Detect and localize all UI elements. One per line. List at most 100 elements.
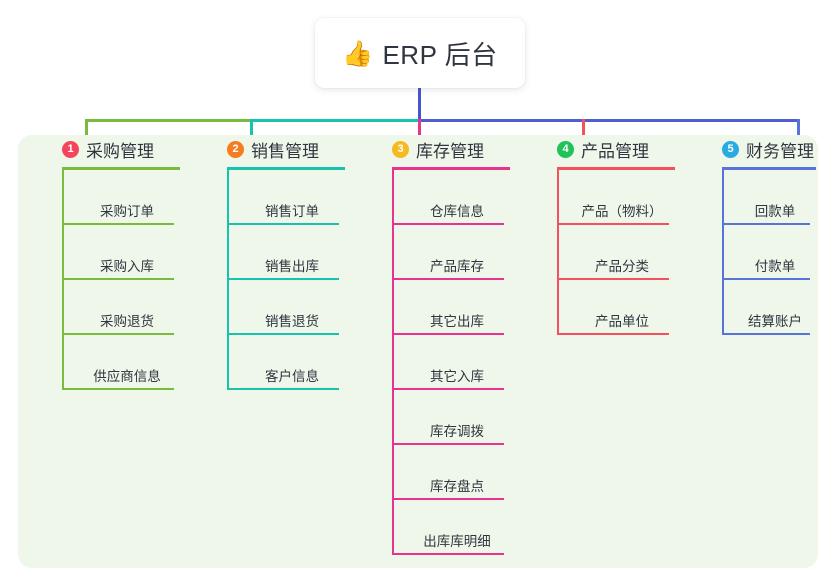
branch-item-rule <box>557 278 669 280</box>
branch-item[interactable]: 客户信息 <box>227 335 357 390</box>
branch-item[interactable]: 库存盘点 <box>392 445 522 500</box>
branch-spine <box>62 170 64 390</box>
branch-header-2[interactable]: 2 销售管理 <box>205 135 365 163</box>
trunk-segment-green <box>85 119 252 122</box>
root-node-content: 👍 ERP 后台 <box>342 35 497 72</box>
branch-title: 财务管理 <box>746 141 814 161</box>
branch-item-rule <box>227 278 339 280</box>
branch-item-rule <box>392 278 504 280</box>
branch-spine <box>722 170 724 335</box>
drop-column-4 <box>582 119 585 149</box>
branch-items: 仓库信息产品库存其它出库其它入库库存调拨库存盘点出库库明细 <box>392 170 522 555</box>
branch-item-rule <box>62 278 174 280</box>
branch-item-rule <box>392 388 504 390</box>
branch-item-label: 产品单位 <box>595 314 649 329</box>
branch-item-rule <box>722 278 810 280</box>
branch-item[interactable]: 其它出库 <box>392 280 522 335</box>
branch-header-1[interactable]: 1 采购管理 <box>40 135 200 163</box>
branch-item-label: 其它出库 <box>430 314 484 329</box>
drop-column-2 <box>250 119 253 149</box>
branch-item[interactable]: 回款单 <box>722 170 828 225</box>
root-node-card[interactable]: 👍 ERP 后台 <box>315 18 525 88</box>
branch-item-rule <box>722 223 810 225</box>
branch-number-badge: 5 <box>722 140 739 158</box>
branch-item-rule <box>557 333 669 335</box>
branch-item[interactable]: 采购入库 <box>62 225 192 280</box>
branch-item-rule <box>392 333 504 335</box>
branch-number-badge: 4 <box>557 140 574 158</box>
branch-column-4: 4 产品管理产品（物料） 产品分类产品单位 <box>535 135 695 335</box>
branch-item-rule <box>392 443 504 445</box>
branch-column-2: 2 销售管理销售订单销售出库销售退货客户信息 <box>205 135 365 390</box>
branch-item-label: 销售出库 <box>265 259 319 274</box>
branch-item-rule <box>62 223 174 225</box>
branch-item[interactable]: 采购退货 <box>62 280 192 335</box>
branch-item[interactable]: 销售订单 <box>227 170 357 225</box>
branch-item-label: 采购订单 <box>100 204 154 219</box>
branch-item-label: 付款单 <box>754 259 796 274</box>
branch-item-label: 产品库存 <box>430 259 484 274</box>
branch-item[interactable]: 采购订单 <box>62 170 192 225</box>
branch-item[interactable]: 产品库存 <box>392 225 522 280</box>
drop-column-3 <box>418 119 421 149</box>
drop-column-5 <box>797 119 800 149</box>
branch-item[interactable]: 结算账户 <box>722 280 828 335</box>
branch-item-label: 产品分类 <box>595 259 649 274</box>
branch-item-rule <box>227 333 339 335</box>
thumbs-up-icon: 👍 <box>342 38 374 68</box>
branch-item-label: 出库库明细 <box>423 534 491 549</box>
branch-title: 库存管理 <box>416 141 484 161</box>
branch-item-label: 采购入库 <box>100 259 154 274</box>
branch-item-label: 供应商信息 <box>93 369 161 384</box>
branch-item[interactable]: 库存调拨 <box>392 390 522 445</box>
branch-item-label: 仓库信息 <box>430 204 484 219</box>
branch-items: 销售订单销售出库销售退货客户信息 <box>227 170 357 390</box>
branch-item-rule <box>392 553 504 555</box>
branch-item-rule <box>392 498 504 500</box>
branch-item[interactable]: 产品（物料） <box>557 170 687 225</box>
branch-item-rule <box>557 223 669 225</box>
branch-title: 采购管理 <box>86 141 154 161</box>
trunk-segment-teal <box>250 119 420 122</box>
branch-header-5[interactable]: 5 财务管理 <box>700 135 836 163</box>
branch-item[interactable]: 销售出库 <box>227 225 357 280</box>
branch-underline <box>62 167 180 170</box>
branch-item[interactable]: 供应商信息 <box>62 335 192 390</box>
branch-title: 销售管理 <box>251 141 319 161</box>
branch-item-label: 采购退货 <box>100 314 154 329</box>
branch-underline <box>722 167 816 170</box>
branch-header-4[interactable]: 4 产品管理 <box>535 135 695 163</box>
branch-spine <box>392 170 394 555</box>
drop-column-1 <box>85 119 88 149</box>
branch-item-rule <box>722 333 810 335</box>
branch-item-label: 客户信息 <box>265 369 319 384</box>
branch-item-label: 回款单 <box>754 204 796 219</box>
branch-item-label: 销售退货 <box>265 314 319 329</box>
mindmap-panel: 1 采购管理采购订单采购入库采购退货供应商信息 2 销售管理销售订单销售出库销售退货客… <box>18 135 818 568</box>
branch-item[interactable]: 其它入库 <box>392 335 522 390</box>
branch-item-rule <box>227 223 339 225</box>
branch-item[interactable]: 出库库明细 <box>392 500 522 555</box>
branch-item[interactable]: 产品单位 <box>557 280 687 335</box>
branch-item-rule <box>392 223 504 225</box>
branch-underline <box>227 167 345 170</box>
branch-item-label: 库存调拨 <box>430 424 484 439</box>
branch-number-badge: 2 <box>227 140 244 158</box>
trunk-segment-blue <box>418 119 800 122</box>
branch-spine <box>227 170 229 390</box>
branch-number-badge: 1 <box>62 140 79 158</box>
branch-item-label: 产品（物料） <box>581 204 663 219</box>
branch-column-5: 5 财务管理回款单付款单结算账户 <box>700 135 836 335</box>
root-node-title: ERP 后台 <box>382 39 498 70</box>
branch-items: 采购订单采购入库采购退货供应商信息 <box>62 170 192 390</box>
branch-items: 回款单付款单结算账户 <box>722 170 828 335</box>
branch-title: 产品管理 <box>581 141 649 161</box>
branch-item-rule <box>62 388 174 390</box>
branch-item[interactable]: 销售退货 <box>227 280 357 335</box>
branch-item[interactable]: 付款单 <box>722 225 828 280</box>
branch-item[interactable]: 产品分类 <box>557 225 687 280</box>
branch-item[interactable]: 仓库信息 <box>392 170 522 225</box>
branch-item-rule <box>227 388 339 390</box>
